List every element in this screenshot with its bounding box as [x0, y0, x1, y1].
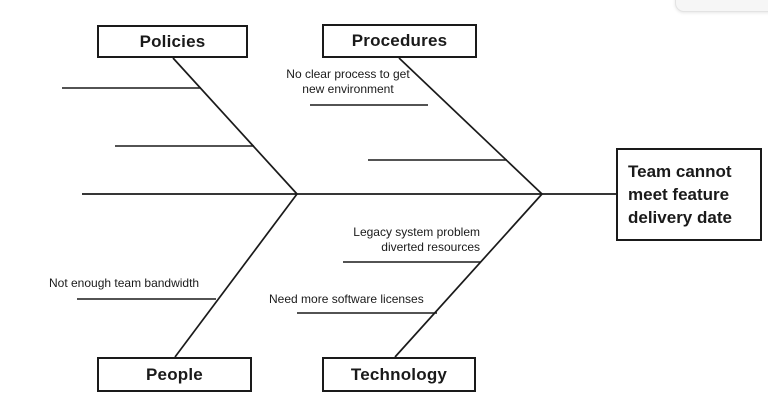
- technology-cause-1-label: Legacy system problem diverted resources: [353, 225, 480, 254]
- floating-panel[interactable]: [675, 0, 768, 12]
- policies-bone-line: [172, 57, 298, 195]
- procedures-category-box[interactable]: Procedures: [322, 24, 477, 58]
- technology-cause-2-label: Need more software licenses: [269, 292, 424, 306]
- technology-category-label: Technology: [350, 364, 448, 384]
- procedures-cause-label: No clear process to get new environment: [286, 67, 410, 96]
- policies-category-box[interactable]: Policies: [97, 25, 248, 58]
- effect-box[interactable]: Team cannot meet feature delivery date: [616, 148, 762, 241]
- people-category-box[interactable]: People: [97, 357, 252, 392]
- effect-label: Team cannot meet feature delivery date: [628, 162, 732, 227]
- technology-category-box[interactable]: Technology: [322, 357, 476, 392]
- people-cause-label: Not enough team bandwidth: [49, 276, 200, 290]
- people-category-label: People: [146, 364, 203, 384]
- procedures-category-label: Procedures: [351, 31, 448, 50]
- policies-category-label: Policies: [139, 31, 206, 51]
- people-bone-line: [174, 193, 298, 358]
- technology-bone-line: [394, 193, 543, 358]
- procedures-bone-line: [398, 57, 543, 195]
